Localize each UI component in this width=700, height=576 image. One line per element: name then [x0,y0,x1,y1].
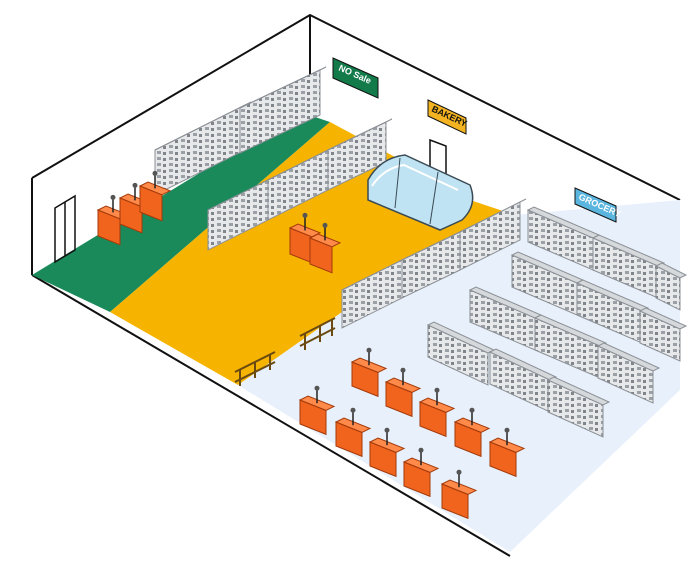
shelf-unit [654,262,688,311]
railing-right [299,317,336,350]
room-walls [31,13,681,557]
checkout-counter [308,222,342,274]
checkout-counter [488,427,526,478]
bakery-sign: BAKERY [427,99,469,135]
checkout-counter [402,447,440,498]
entrance-door [54,194,76,264]
railing-left [234,351,276,386]
checkout-counter [350,347,388,398]
shelf-unit [596,342,661,404]
produce-floor [32,112,330,312]
checkout-counter [298,385,336,436]
shelving-units [154,66,688,438]
produce-checkouts [96,170,342,274]
shelf-unit [239,66,327,154]
checkout-counter [368,427,406,478]
checkout-counter [334,407,372,458]
produce-sign: NO Sale [332,57,379,99]
checkout-counter [138,170,172,222]
shelf-unit [638,307,688,362]
shelf-unit [575,279,650,344]
checkout-counter [384,367,422,418]
checkout-lanes [298,347,526,520]
shelf-unit [459,198,527,271]
bakery-display-case [367,154,474,231]
checkout-counter [453,407,491,458]
checkout-counter [288,212,322,264]
shelf-unit [546,376,611,438]
checkout-counter [418,387,456,438]
checkout-counter [440,469,478,520]
